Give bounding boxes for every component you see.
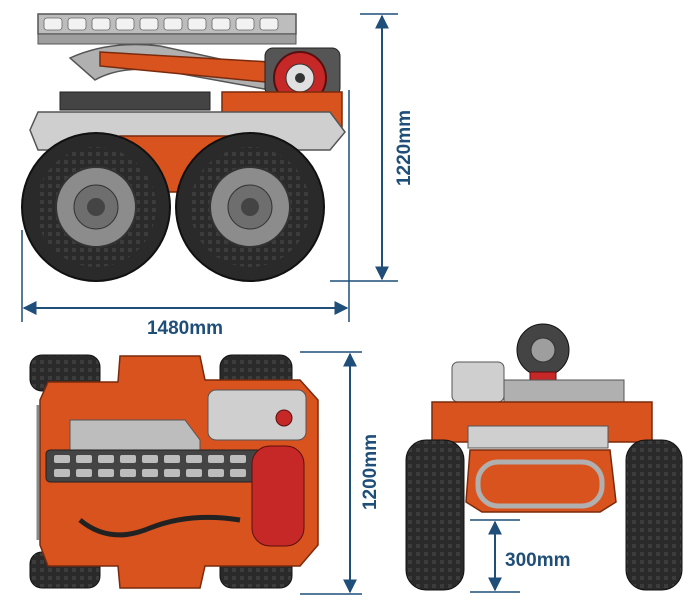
front-upper-frame (503, 379, 625, 405)
front-tank (451, 361, 505, 403)
clearance-dimension: 300mm (470, 519, 571, 593)
front-bumper-bar (475, 459, 605, 509)
width-label: 1200mm (360, 434, 381, 510)
front-left-tire (405, 439, 465, 591)
front-lower-body (465, 449, 617, 513)
top-hose (78, 514, 241, 538)
clearance-label: 300mm (505, 550, 571, 571)
left-wheel (21, 132, 171, 282)
front-bumper-plate (467, 425, 609, 449)
front-right-tire (625, 439, 683, 591)
turntable (59, 91, 211, 111)
ladder-rack (37, 13, 297, 45)
top-tank (207, 389, 307, 441)
side-view: 1220mm 1480mm (21, 13, 415, 339)
top-view: 1200mm (29, 351, 381, 595)
arm-orange (99, 51, 271, 83)
right-wheel (175, 132, 325, 282)
top-tank-cap (275, 409, 293, 427)
front-view: 300mm (405, 323, 683, 593)
length-label: 1480mm (147, 318, 223, 339)
length-dimension: 1480mm (21, 90, 350, 339)
height-label: 1220mm (394, 110, 415, 186)
hose-reel (264, 47, 341, 105)
top-extinguisher (251, 445, 305, 547)
width-dimension: 1200mm (300, 351, 381, 595)
height-dimension: 1220mm (330, 13, 415, 282)
top-ladder (45, 449, 269, 483)
